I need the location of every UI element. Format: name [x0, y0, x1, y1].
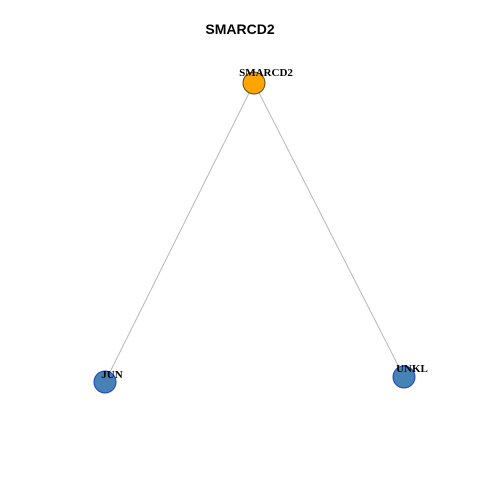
- node-unkl: [392, 365, 416, 389]
- node-label-jun: JUN: [101, 369, 122, 381]
- edge-smarcd2-unkl: [253, 82, 405, 378]
- node-smarcd2: [242, 71, 266, 95]
- graph-title: SMARCD2: [205, 21, 275, 37]
- edge-smarcd2-jun: [104, 82, 255, 383]
- node-jun: [93, 370, 117, 394]
- node-label-unkl: UNKL: [396, 363, 428, 375]
- node-label-smarcd2: SMARCD2: [239, 67, 293, 79]
